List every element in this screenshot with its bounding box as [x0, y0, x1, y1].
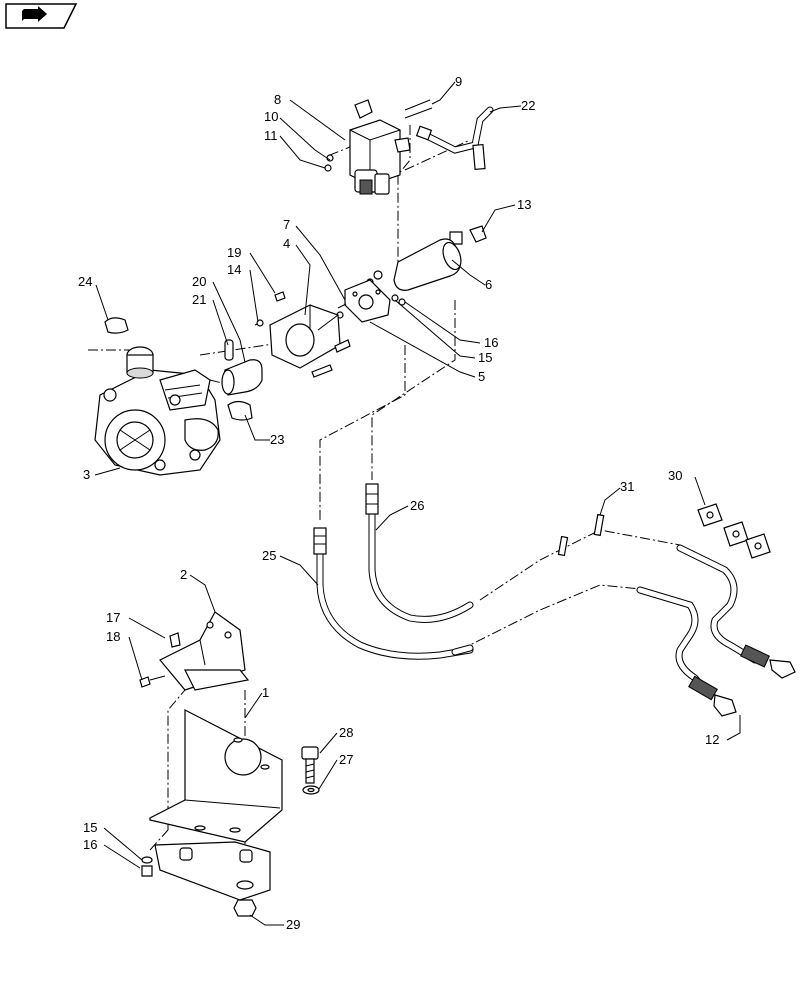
callout-27[interactable]: 27: [339, 752, 353, 767]
bolts-17-18: [139, 632, 181, 688]
callout-26[interactable]: 26: [410, 498, 424, 513]
callout-3[interactable]: 3: [83, 467, 90, 482]
clamp-24: [104, 317, 129, 334]
callout-6[interactable]: 6: [485, 277, 492, 292]
callout-21[interactable]: 21: [192, 292, 206, 307]
hose-25: [313, 527, 474, 660]
mounting-plate-1: [149, 709, 283, 901]
washer-27: [302, 785, 320, 795]
callout-15-lower[interactable]: 15: [83, 820, 97, 835]
callout-16-lower[interactable]: 16: [83, 837, 97, 852]
callout-25[interactable]: 25: [262, 548, 276, 563]
callout-2[interactable]: 2: [180, 567, 187, 582]
pressure-line-22: [415, 106, 494, 171]
callout-23[interactable]: 23: [270, 432, 284, 447]
callout-labels: 8 10 11 9 22 13 7 4 19 14 20 21 24 6 16 …: [78, 74, 719, 932]
callout-18[interactable]: 18: [106, 629, 120, 644]
pins-31: [557, 513, 605, 557]
clamps-30: [697, 503, 771, 559]
callout-5[interactable]: 5: [478, 369, 485, 384]
callout-12[interactable]: 12: [705, 732, 719, 747]
hose-lines-12: [636, 544, 796, 717]
bolts-7-14-19: [254, 291, 351, 378]
clamp-23: [227, 400, 253, 421]
pump-assembly-3: [94, 346, 221, 476]
callout-30[interactable]: 30: [668, 468, 682, 483]
callout-1[interactable]: 1: [262, 685, 269, 700]
bolt-28: [301, 746, 319, 784]
callout-17[interactable]: 17: [106, 610, 120, 625]
callout-20[interactable]: 20: [192, 274, 206, 289]
callout-24[interactable]: 24: [78, 274, 92, 289]
callout-14[interactable]: 14: [227, 262, 241, 277]
filter-head-5: [344, 279, 391, 323]
book-arrow-icon[interactable]: [5, 3, 78, 29]
nut-29: [233, 880, 257, 917]
hose-26: [365, 483, 474, 623]
leader-lines: [94, 81, 741, 926]
callout-10[interactable]: 10: [264, 109, 278, 124]
elbow-fitting-13: [449, 225, 487, 245]
callout-22[interactable]: 22: [521, 98, 535, 113]
upper-bracket-2: [159, 611, 250, 691]
alignment-lines: [88, 125, 681, 880]
callout-11[interactable]: 11: [264, 128, 278, 143]
callout-28[interactable]: 28: [339, 725, 353, 740]
callout-13[interactable]: 13: [517, 197, 531, 212]
valve-block: [324, 99, 411, 195]
coupling-20-21: [221, 339, 263, 396]
callout-4[interactable]: 4: [283, 236, 290, 251]
callout-31[interactable]: 31: [620, 479, 634, 494]
callout-8[interactable]: 8: [274, 92, 281, 107]
fasteners-15-16-lower: [141, 856, 153, 877]
callout-16-upper[interactable]: 16: [484, 335, 498, 350]
callout-29[interactable]: 29: [286, 917, 300, 932]
filter-cartridge-6: [366, 238, 462, 291]
bolt-set-9: [404, 99, 433, 119]
callout-19[interactable]: 19: [227, 245, 241, 260]
callout-7[interactable]: 7: [283, 217, 290, 232]
callout-9[interactable]: 9: [455, 74, 462, 89]
callout-15-upper[interactable]: 15: [478, 350, 492, 365]
